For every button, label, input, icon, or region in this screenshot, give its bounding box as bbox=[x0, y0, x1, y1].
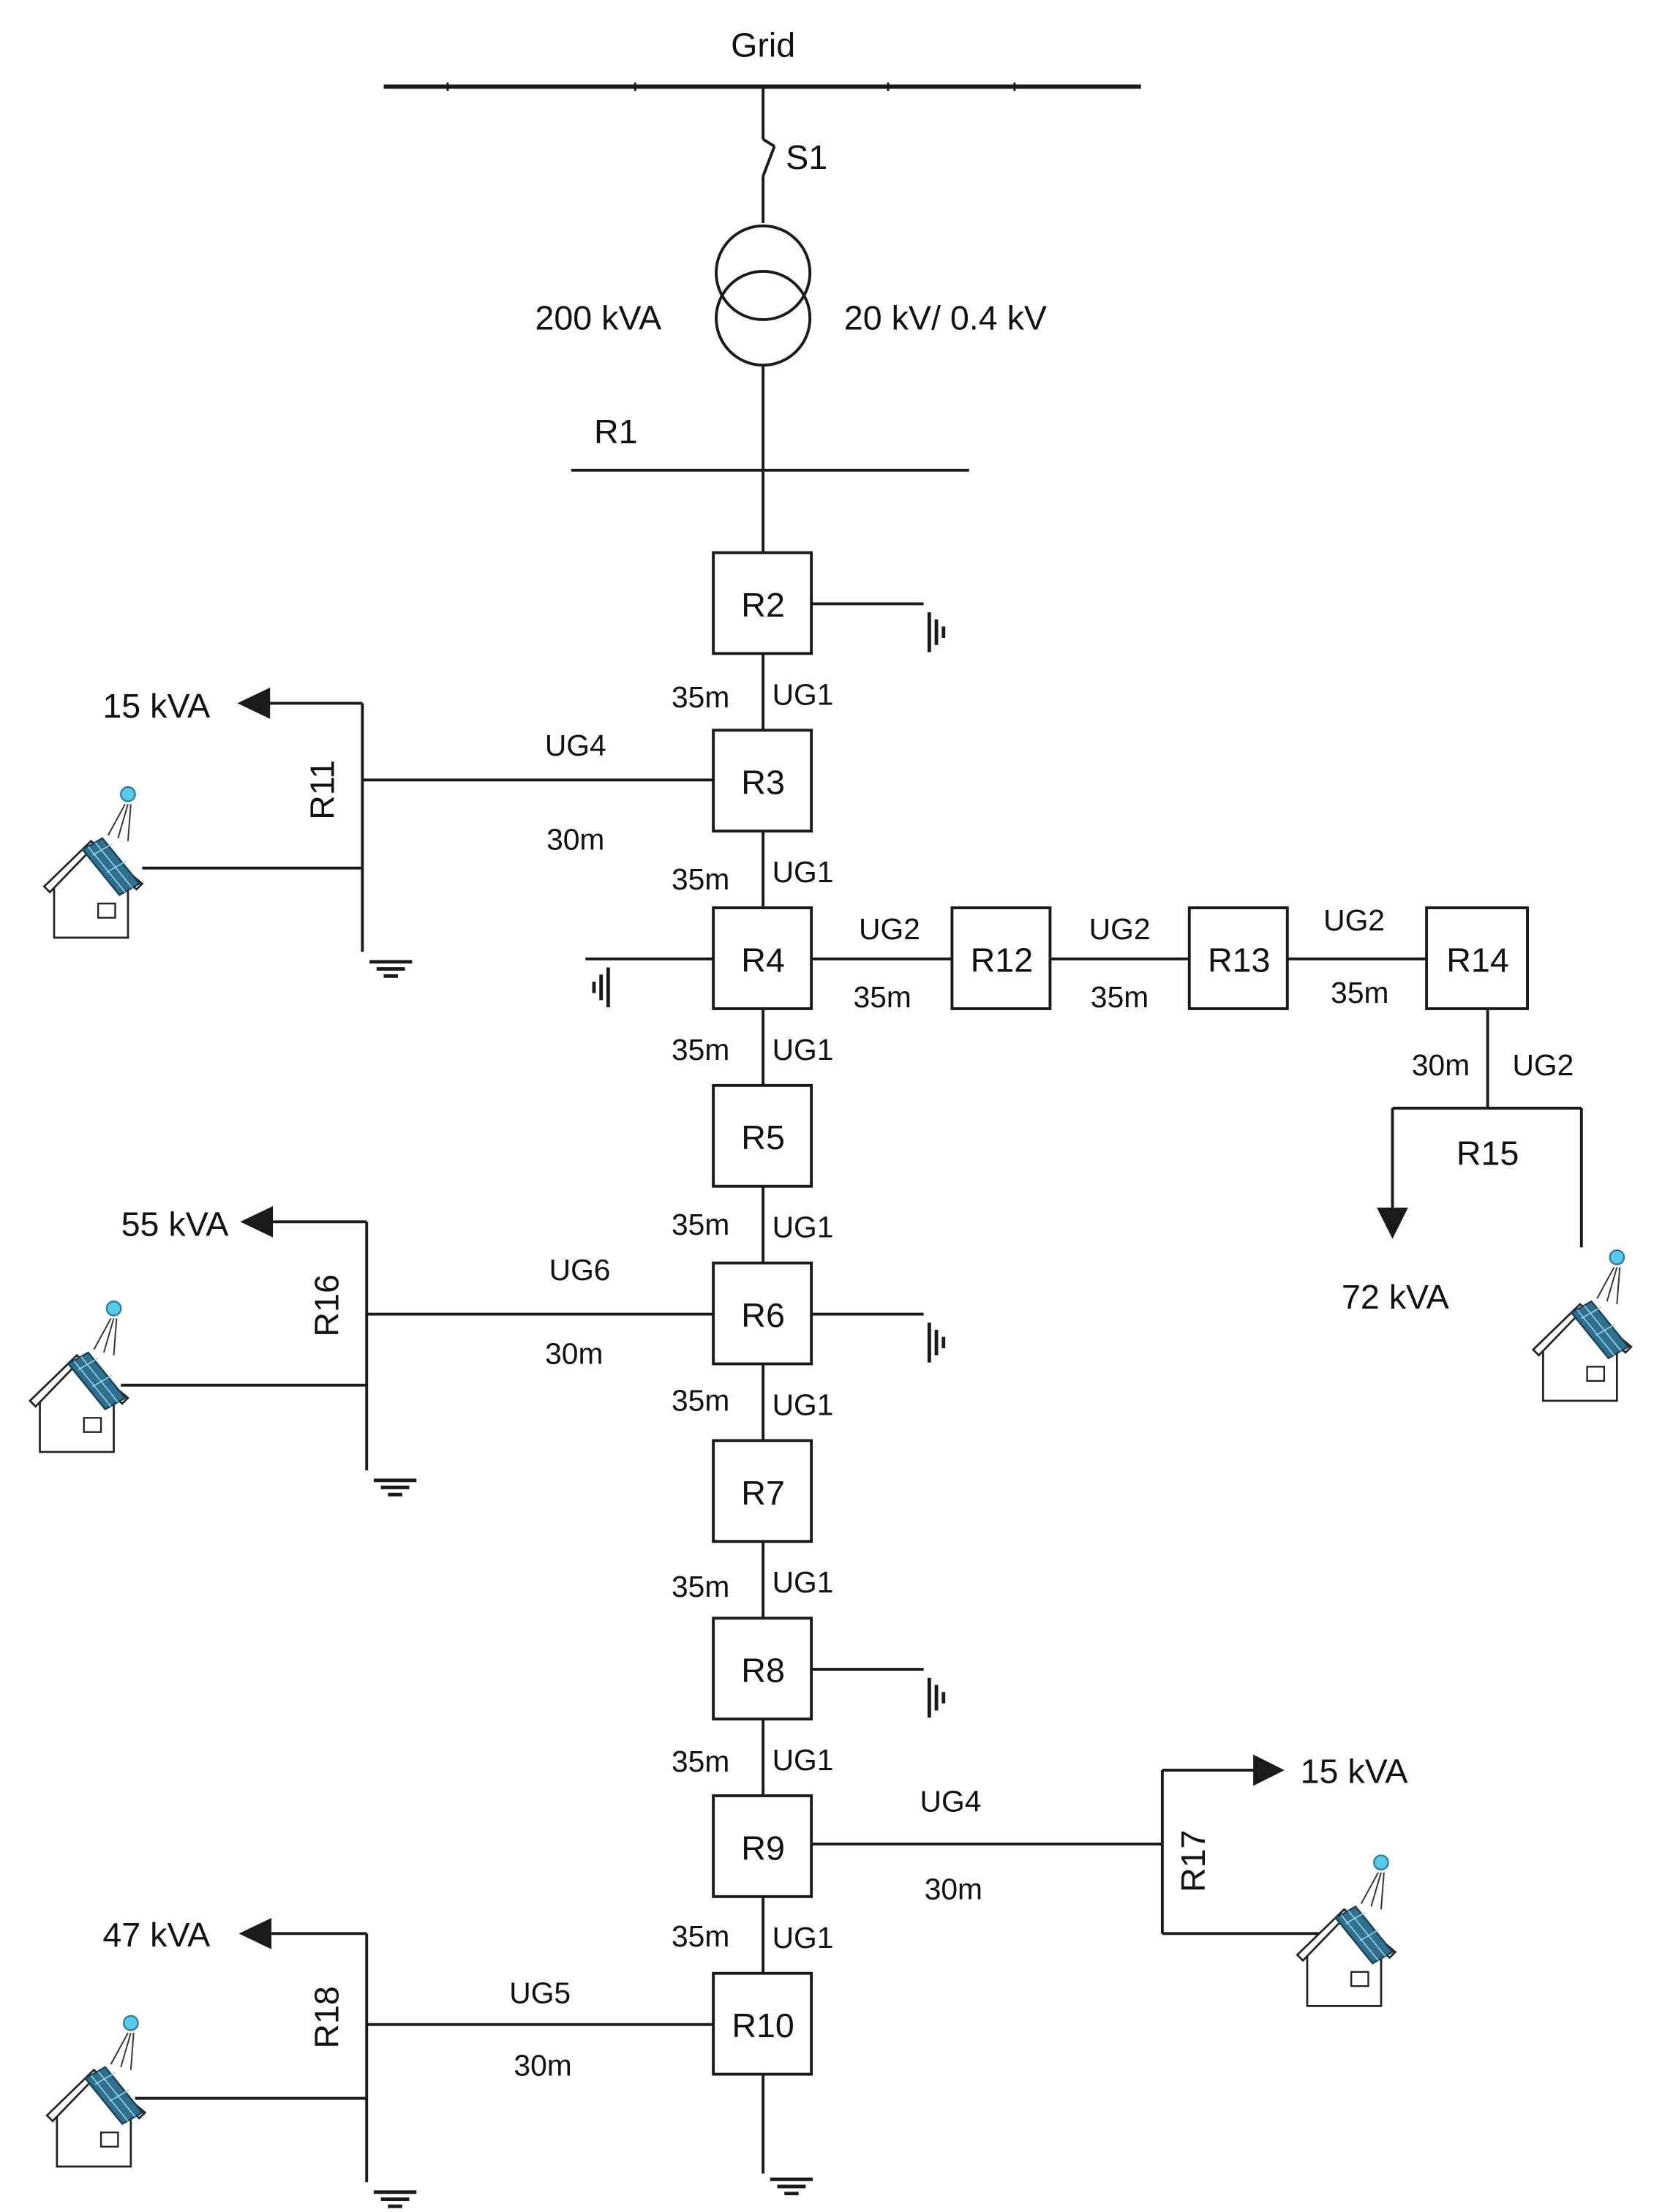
node-r11-label: R11 bbox=[304, 760, 342, 820]
svg-text:R3: R3 bbox=[741, 764, 785, 802]
svg-text:35m: 35m bbox=[672, 1384, 729, 1418]
ground-icon-r8 bbox=[811, 1668, 944, 1718]
node-r16-label: R16 bbox=[307, 1274, 345, 1337]
svg-text:UG1: UG1 bbox=[773, 1565, 834, 1599]
pv-house-icon-r11 bbox=[42, 786, 143, 939]
r18-length: 30m bbox=[514, 2049, 571, 2083]
svg-text:R10: R10 bbox=[732, 2006, 794, 2044]
lateral-r16 bbox=[121, 1205, 714, 1494]
ground-icon-r10 bbox=[770, 2179, 813, 2193]
pv-house-icon-r18 bbox=[45, 2014, 146, 2168]
r17-length: 30m bbox=[925, 1873, 982, 1906]
ground-icon-r4 bbox=[585, 958, 714, 1007]
r11-length: 30m bbox=[546, 822, 604, 856]
lateral-r18 bbox=[135, 1917, 714, 2206]
node-r10[interactable]: R10 bbox=[712, 1971, 813, 2076]
r16-load: 55 kVA bbox=[121, 1205, 229, 1244]
svg-text:R14: R14 bbox=[1446, 941, 1509, 979]
pv-house-icon-r15 bbox=[1532, 1249, 1633, 1402]
svg-text:UG1: UG1 bbox=[773, 1211, 834, 1244]
node-r5[interactable]: R5 bbox=[712, 1083, 813, 1188]
r15-drop-length: 30m bbox=[1412, 1048, 1470, 1082]
svg-text:35m: 35m bbox=[672, 1033, 729, 1066]
node-r4[interactable]: R4 bbox=[712, 906, 813, 1010]
svg-text:35m: 35m bbox=[672, 1570, 729, 1603]
east-span-2-length: 35m bbox=[1091, 980, 1149, 1014]
pv-house-icon-r17 bbox=[1296, 1854, 1396, 2007]
r16-cable: UG6 bbox=[549, 1253, 611, 1287]
ground-icon-r2 bbox=[811, 602, 944, 652]
pv-house-icon-r16 bbox=[29, 1300, 129, 1453]
switch-s1[interactable] bbox=[762, 86, 776, 223]
svg-text:R7: R7 bbox=[741, 1474, 785, 1512]
svg-text:UG1: UG1 bbox=[773, 1033, 834, 1066]
node-r12[interactable]: R12 bbox=[950, 906, 1052, 1010]
switch-label: S1 bbox=[786, 138, 827, 176]
r18-cable: UG5 bbox=[509, 1976, 571, 2009]
svg-text:R2: R2 bbox=[741, 586, 785, 624]
r15-load: 72 kVA bbox=[1342, 1278, 1449, 1316]
svg-text:UG1: UG1 bbox=[773, 1388, 834, 1421]
ground-icon-r6 bbox=[811, 1312, 944, 1363]
r11-cable: UG4 bbox=[545, 729, 606, 762]
east-span-1-cable: UG2 bbox=[859, 912, 920, 946]
node-r17-label: R17 bbox=[1174, 1830, 1212, 1893]
node-r13[interactable]: R13 bbox=[1187, 906, 1289, 1010]
main-span-labels: 35m UG1 35m UG1 35m UG1 35m UG1 35m UG1 … bbox=[672, 677, 833, 1954]
svg-text:35m: 35m bbox=[672, 680, 729, 714]
east-span-3-cable: UG2 bbox=[1323, 903, 1385, 937]
svg-text:UG1: UG1 bbox=[773, 855, 834, 889]
transformer-voltage: 20 kV/ 0.4 kV bbox=[844, 299, 1047, 337]
node-r14[interactable]: R14 bbox=[1425, 906, 1529, 1010]
node-r9[interactable]: R9 bbox=[712, 1794, 813, 1898]
r11-load: 15 kVA bbox=[102, 687, 210, 725]
svg-text:35m: 35m bbox=[672, 1745, 729, 1778]
svg-text:R6: R6 bbox=[741, 1296, 785, 1334]
node-r15-label: R15 bbox=[1456, 1135, 1519, 1173]
r17-cable: UG4 bbox=[920, 1784, 982, 1818]
svg-text:UG1: UG1 bbox=[773, 1921, 834, 1955]
east-span-1-length: 35m bbox=[854, 980, 911, 1014]
svg-text:UG1: UG1 bbox=[773, 677, 834, 711]
r18-load: 47 kVA bbox=[102, 1916, 210, 1954]
r17-load: 15 kVA bbox=[1301, 1752, 1408, 1790]
svg-text:35m: 35m bbox=[672, 1919, 729, 1953]
east-span-2-cable: UG2 bbox=[1089, 912, 1151, 946]
node-r7[interactable]: R7 bbox=[712, 1439, 813, 1543]
svg-text:35m: 35m bbox=[672, 1208, 729, 1241]
node-r2[interactable]: R2 bbox=[712, 551, 813, 655]
svg-text:R5: R5 bbox=[741, 1118, 785, 1156]
svg-text:R12: R12 bbox=[971, 941, 1034, 979]
node-r8[interactable]: R8 bbox=[712, 1617, 813, 1720]
svg-text:UG1: UG1 bbox=[773, 1743, 834, 1777]
r15-drop-cable: UG2 bbox=[1512, 1048, 1574, 1082]
transformer-icon[interactable] bbox=[715, 224, 812, 367]
lateral-r11 bbox=[142, 688, 714, 976]
bus-r1-label: R1 bbox=[594, 413, 638, 451]
svg-text:35m: 35m bbox=[672, 862, 729, 896]
svg-text:R4: R4 bbox=[741, 941, 785, 979]
east-span-3-length: 35m bbox=[1331, 976, 1388, 1009]
svg-text:R8: R8 bbox=[741, 1652, 785, 1690]
r16-length: 30m bbox=[545, 1337, 603, 1371]
east-branch bbox=[811, 958, 1583, 1248]
node-r3[interactable]: R3 bbox=[712, 729, 813, 833]
svg-text:R13: R13 bbox=[1208, 941, 1271, 979]
transformer-rating: 200 kVA bbox=[535, 299, 661, 337]
lateral-r17 bbox=[811, 1754, 1329, 1936]
node-r18-label: R18 bbox=[307, 1986, 345, 2049]
grid-label: Grid bbox=[731, 26, 795, 64]
svg-text:R9: R9 bbox=[741, 1829, 785, 1867]
node-r6[interactable]: R6 bbox=[712, 1261, 813, 1366]
